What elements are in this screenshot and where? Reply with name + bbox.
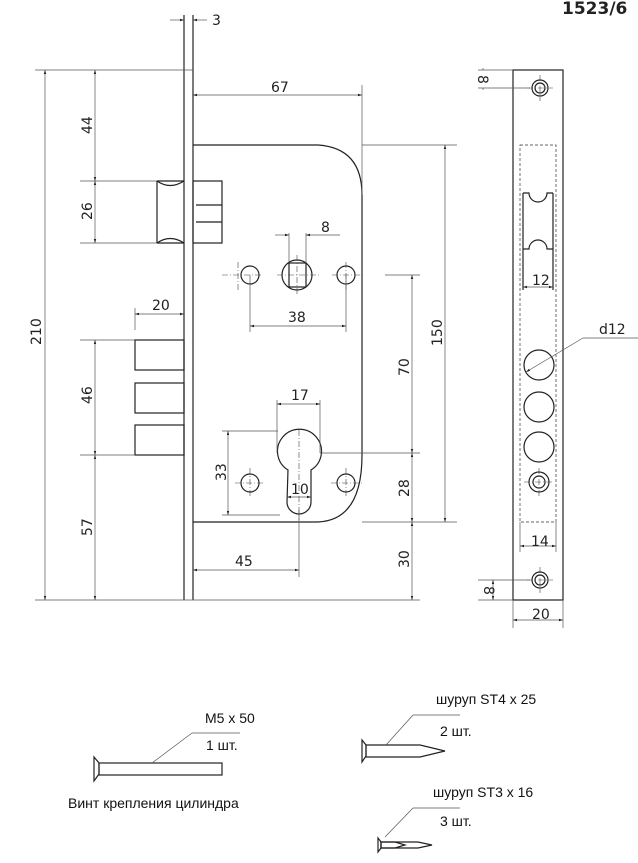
dim-8-top: 8 [474, 75, 490, 84]
dim-70: 70 [397, 358, 413, 376]
screw-st4-drawing [361, 714, 460, 764]
dim-10: 10 [291, 482, 309, 498]
lock-body [193, 144, 363, 523]
spindle-hole [275, 233, 340, 295]
cylinder-screw-drawing [93, 732, 240, 783]
cylinder-screw-caption: Винт крепления цилиндра [68, 795, 239, 811]
dim-45: 45 [235, 554, 253, 570]
cylinder-hole [222, 400, 362, 520]
screw-st4-size: шуруп ST4 x 25 [436, 691, 536, 707]
dim-30: 30 [397, 550, 413, 568]
screw-st3-drawing [377, 807, 460, 854]
cylinder-screw-qty: 1 шт. [206, 737, 238, 753]
dim-26: 26 [80, 202, 96, 220]
dim-d12: d12 [599, 322, 626, 338]
dim-8-spindle: 8 [321, 220, 330, 236]
screw-st3-qty: 3 шт. [440, 813, 472, 829]
dim-3: 3 [212, 13, 221, 29]
forend-side [170, 15, 207, 600]
latch-bolt [156, 180, 223, 244]
dim-46: 46 [80, 386, 96, 404]
dim-17: 17 [291, 388, 309, 404]
dim-12: 12 [532, 273, 550, 289]
faceplate-front [478, 68, 638, 628]
model-title: 1523/6 [562, 0, 627, 19]
dim-14: 14 [531, 534, 549, 550]
dim-38: 38 [288, 310, 306, 326]
dim-28: 28 [397, 479, 413, 497]
dim-44: 44 [80, 116, 96, 134]
dim-210: 210 [29, 318, 45, 345]
dim-57: 57 [80, 518, 96, 536]
deadbolt [80, 308, 185, 456]
dim-20-faceplate: 20 [532, 607, 550, 623]
dim-33: 33 [214, 463, 230, 481]
cylinder-screw-size: M5 x 50 [205, 710, 255, 726]
screw-st3-size: шуруп ST3 x 16 [433, 784, 533, 800]
screw-st4-qty: 2 шт. [440, 723, 472, 739]
screw-holes-upper [222, 262, 365, 332]
dim-67: 67 [271, 80, 289, 96]
dim-8-bottom: 8 [480, 586, 496, 595]
dim-150: 150 [430, 319, 446, 346]
dim-20-bolt: 20 [152, 298, 170, 314]
